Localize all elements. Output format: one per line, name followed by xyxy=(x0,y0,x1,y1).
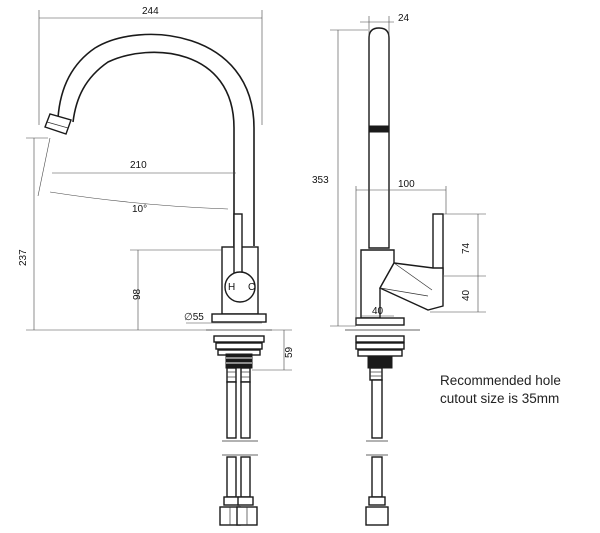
threaded-shank xyxy=(225,353,253,369)
dim-base-diameter: ∅55 xyxy=(184,312,204,323)
dim-lever-height: 40 xyxy=(461,289,472,301)
hose-left-lower xyxy=(226,456,237,498)
dim-side-height: 353 xyxy=(312,175,329,186)
dim-reach: 210 xyxy=(130,160,147,171)
side-hose-nut xyxy=(365,506,389,526)
hose-right-upper xyxy=(240,381,251,439)
side-hose-lower xyxy=(371,456,383,498)
spout-tip xyxy=(44,113,72,135)
dim-below-counter: 59 xyxy=(284,346,295,358)
base-plate xyxy=(211,313,267,323)
dim-body-height: 98 xyxy=(132,288,143,300)
dim-overall-width: 244 xyxy=(142,6,159,17)
cartridge-disc xyxy=(224,271,256,303)
hose-right-lower xyxy=(240,456,251,498)
hot-mark: H xyxy=(228,282,235,293)
side-hose-upper xyxy=(371,379,383,439)
dim-body-depth: 40 xyxy=(372,306,384,317)
note-line-2: cutout size is 35mm xyxy=(440,391,560,406)
hole-cutout-note: Recommended hole cutout size is 35mm xyxy=(440,372,600,408)
spout-inner xyxy=(72,51,235,246)
side-spout xyxy=(368,27,390,249)
front-view: H C 244 xyxy=(18,6,295,526)
dim-handle-reach: 100 xyxy=(398,179,415,190)
side-lever xyxy=(379,262,444,311)
side-shank xyxy=(367,355,393,369)
dim-handle-height: 74 xyxy=(461,242,472,254)
dim-angle: 10° xyxy=(132,204,147,215)
hose-break-marks xyxy=(222,440,388,456)
side-handle xyxy=(432,213,444,275)
side-spout-outlet xyxy=(369,125,389,133)
hose-left-upper xyxy=(226,381,237,439)
side-view: 24 353 100 74 40 40 xyxy=(312,13,486,526)
dim-total-height: 237 xyxy=(18,249,29,266)
note-line-1: Recommended hole xyxy=(440,373,561,388)
spout-outer xyxy=(57,33,255,246)
cold-mark: C xyxy=(248,282,255,293)
dim-spout-diameter: 24 xyxy=(398,13,410,24)
